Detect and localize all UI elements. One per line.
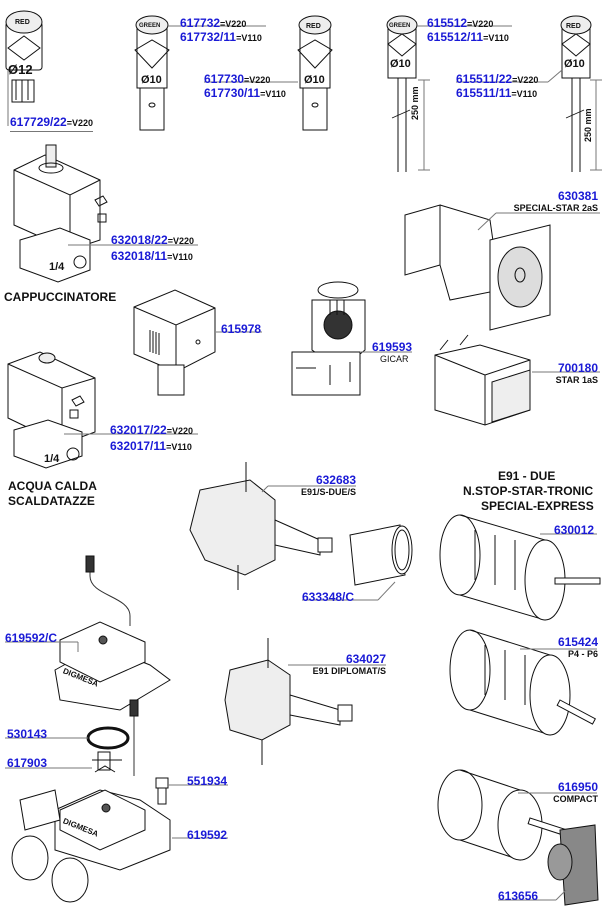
lamp-diameter: Ø10 (564, 58, 585, 70)
lamp-color-red: RED (306, 23, 321, 30)
digmesa-flowmeter-cover-icon (5, 555, 171, 711)
lamp-color-red: RED (566, 23, 581, 30)
lamp-diameter: Ø10 (390, 58, 411, 70)
part-label-613656[interactable]: 613656 (498, 889, 539, 903)
o-ring-icon (5, 726, 130, 750)
screw-icon (155, 777, 228, 805)
indicator-lamp-red-10-icon (204, 15, 333, 131)
part-label-632683[interactable]: 632683 E91/S-DUE/S (300, 473, 356, 498)
part-label-530143[interactable]: 530143 (7, 727, 48, 741)
lamp-diameter: Ø12 (8, 62, 33, 77)
indicator-lamp-red-wired-icon (456, 15, 602, 172)
wire-length-label: 250 mm (583, 108, 593, 142)
part-label-617729-22[interactable]: 617729/22=V220 (10, 113, 94, 132)
part-label-617732[interactable]: 617732=V220 (180, 16, 247, 30)
part-label-615511-11[interactable]: 615511/11=V110 (456, 86, 538, 100)
lamp-diameter: Ø10 (141, 74, 162, 86)
part-label-632017-22[interactable]: 632017/22=V220 (110, 423, 194, 437)
lamp-color-red: RED (15, 19, 30, 26)
part-label-617732-11[interactable]: 617732/11=V110 (180, 30, 262, 44)
part-label-700180[interactable]: 700180 STAR 1aS (555, 361, 598, 386)
part-label-615978[interactable]: 615978 (221, 322, 262, 336)
part-label-630012[interactable]: 630012 (554, 523, 595, 537)
part-label-617730-11[interactable]: 617730/11=V110 (204, 86, 286, 100)
group-title-special-express: SPECIAL-EXPRESS (481, 499, 594, 513)
solenoid-valve-acqua-calda-icon (7, 351, 198, 469)
group-title-nstop: N.STOP-STAR-TRONIC (463, 484, 594, 498)
control-knob-icon (498, 824, 599, 906)
rotary-switch-special-star-icon (404, 204, 600, 331)
lamp-color-green: GREEN (389, 23, 411, 29)
rotary-switch-compact-icon (437, 769, 597, 861)
part-label-616950[interactable]: 616950 COMPACT (553, 780, 598, 805)
part-label-617730[interactable]: 617730=V220 (204, 72, 271, 86)
part-label-615512[interactable]: 615512=V220 (427, 16, 494, 30)
thread-size-label: 1/4 (44, 453, 60, 465)
group-title-cappuccinatore: CAPPUCCINATORE (4, 290, 117, 304)
part-label-617903[interactable]: 617903 (7, 756, 48, 770)
part-label-630381[interactable]: 630381 SPECIAL-STAR 2aS (513, 189, 598, 214)
switch-star-1as-icon (434, 334, 600, 426)
part-label-619592[interactable]: 619592 (187, 828, 228, 842)
lamp-diameter: Ø10 (304, 74, 325, 86)
rotary-switch-615424-icon (449, 629, 597, 736)
part-label-615424[interactable]: 615424 P4 - P6 (557, 635, 598, 660)
part-label-615511-22[interactable]: 615511/22=V220 (456, 72, 539, 86)
part-label-632018-22[interactable]: 632018/22=V220 (111, 233, 195, 247)
pressure-sensor-icon (133, 289, 262, 396)
indicator-lamp-red-12-icon (5, 10, 43, 126)
part-label-634027[interactable]: 634027 E91 DIPLOMAT/S (312, 652, 386, 677)
part-label-632017-11[interactable]: 632017/11=V110 (110, 439, 192, 453)
impeller-icon (5, 751, 122, 773)
group-title-scaldatazze: SCALDATAZZE (8, 494, 95, 508)
rubber-cap-icon (302, 524, 413, 601)
part-label-619592-c[interactable]: 619592/C (5, 631, 58, 645)
part-label-551934[interactable]: 551934 (187, 774, 228, 788)
part-label-619593[interactable]: 619593 GICAR (372, 340, 413, 365)
indicator-lamp-green-wired-icon (386, 15, 512, 172)
group-title-e91-due: E91 - DUE (498, 469, 556, 483)
pressure-switch-e91-due-icon (189, 462, 356, 590)
group-title-acqua-calda: ACQUA CALDA (8, 479, 97, 493)
indicator-lamp-green-10-icon (134, 15, 266, 131)
thread-size-label: 1/4 (49, 261, 65, 273)
digmesa-flowmeter-icon (11, 699, 228, 903)
pressure-switch-diplomat-icon (224, 638, 386, 765)
wire-length-label: 250 mm (410, 86, 420, 120)
lamp-color-green: GREEN (139, 23, 161, 29)
part-label-633348-c[interactable]: 633348/C (302, 590, 355, 604)
rotary-switch-630012-icon (439, 514, 601, 621)
gicar-flowmeter-icon (291, 281, 412, 396)
part-label-632018-11[interactable]: 632018/11=V110 (111, 249, 193, 263)
solenoid-valve-cappuccinatore-icon (13, 144, 198, 283)
part-label-615512-11[interactable]: 615512/11=V110 (427, 30, 509, 44)
